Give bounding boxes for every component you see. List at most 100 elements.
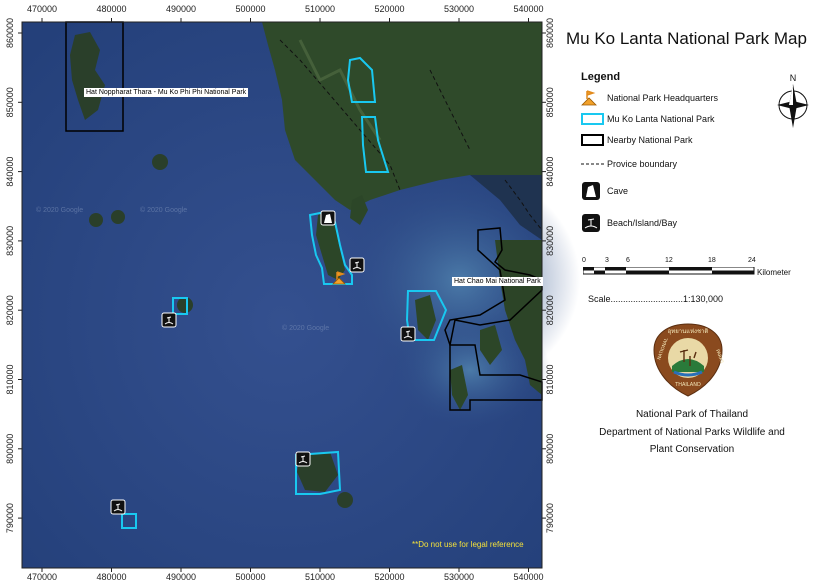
island — [337, 492, 353, 508]
scale-tick: 3 — [605, 257, 609, 264]
hq-flag-icon — [581, 90, 597, 106]
scale-tick: 6 — [626, 257, 630, 264]
lanta-park-south[interactable] — [295, 450, 342, 495]
mainland — [262, 22, 542, 210]
island — [89, 213, 103, 227]
watermark: © 2020 Google — [140, 206, 187, 214]
coord-labels: 470000 470000 480000 480000 490000 490000 5000… — [5, 4, 555, 582]
legend-label: Cave — [607, 186, 629, 196]
y-label-left: 850000 — [5, 87, 15, 117]
mainland-coast — [470, 175, 542, 240]
tick-marks — [18, 18, 546, 572]
y-label-right: 830000 — [545, 226, 555, 256]
cave-marker[interactable] — [320, 210, 336, 226]
legend-label: Provice boundary — [607, 159, 678, 169]
scale-tick: 18 — [708, 257, 716, 264]
x-label-top: 470000 — [27, 4, 57, 14]
ko-lanta-yai — [316, 212, 345, 280]
x-label-top: 500000 — [235, 4, 265, 14]
y-label-left: 820000 — [5, 295, 15, 325]
x-label-bottom: 530000 — [444, 572, 474, 582]
y-label-left: 860000 — [5, 18, 15, 48]
y-label-left: 810000 — [5, 364, 15, 394]
legend-item-boundary: Provice boundary — [581, 155, 677, 173]
province-boundary — [504, 179, 543, 231]
x-label-top: 530000 — [444, 4, 474, 14]
scale-text: Scale.............................1:130,… — [588, 294, 724, 304]
x-label-top: 490000 — [166, 4, 196, 14]
x-label-bottom: 480000 — [96, 572, 126, 582]
y-label-right: 800000 — [545, 434, 555, 464]
logo-right-text: PARKS — [714, 349, 725, 365]
legend-label: Mu Ko Lanta National Park — [607, 114, 715, 124]
cave-icon — [582, 182, 600, 200]
legend-item-lanta: Mu Ko Lanta National Park — [581, 110, 715, 128]
scale-tick: 0 — [582, 257, 586, 264]
dashed-line-icon — [581, 163, 605, 165]
lanta-park-north-2[interactable] — [360, 116, 390, 173]
y-label-right: 840000 — [545, 157, 555, 187]
x-label-top: 520000 — [374, 4, 404, 14]
lanta-park-north-1[interactable] — [346, 56, 377, 103]
legend-label: National Park Headquarters — [607, 93, 719, 103]
y-label-left: 830000 — [5, 226, 15, 256]
scale-unit: Kilometer — [757, 268, 791, 277]
river — [298, 39, 382, 141]
legend-title: Legend — [581, 71, 621, 83]
y-label-left: 840000 — [5, 157, 15, 187]
x-label-bottom: 520000 — [374, 572, 404, 582]
x-label-top: 540000 — [513, 4, 543, 14]
legal-note: **Do not use for legal reference — [412, 540, 524, 549]
lanta-park-east[interactable] — [405, 290, 448, 341]
watermark: © 2020 Google — [36, 206, 83, 214]
hq-marker[interactable] — [332, 271, 346, 285]
y-label-left: 800000 — [5, 434, 15, 464]
scale-bar — [583, 267, 755, 275]
logo-top-text: อุทยานแห่งชาติ — [668, 328, 709, 335]
legend-item-cave: Cave — [581, 180, 628, 202]
x-label-bottom: 490000 — [166, 572, 196, 582]
nearby-park-chao-mai[interactable] — [444, 227, 543, 411]
y-label-right: 820000 — [545, 295, 555, 325]
y-label-right: 790000 — [545, 503, 555, 533]
beach-marker[interactable] — [110, 499, 126, 515]
map-title: Mu Ko Lanta National Park Map — [566, 29, 807, 48]
org-line-2: Department of National Parks Wildlife an… — [599, 427, 785, 438]
black-outline-icon — [581, 134, 604, 146]
lanta-park-southwest[interactable] — [121, 513, 137, 529]
beach-marker[interactable] — [400, 326, 416, 342]
beach-marker[interactable] — [161, 312, 177, 328]
beach-marker[interactable] — [295, 451, 311, 467]
island — [450, 365, 468, 410]
y-label-left: 790000 — [5, 503, 15, 533]
watermark: © 2020 Google — [282, 324, 329, 332]
legend-item-beach: Beach/Island/Bay — [581, 212, 677, 234]
lanta-park-west[interactable] — [172, 297, 188, 315]
beach-icon — [582, 214, 600, 232]
x-label-top: 480000 — [96, 4, 126, 14]
legend-item-nearby: Nearby National Park — [581, 131, 693, 149]
x-label-bottom: 470000 — [27, 572, 57, 582]
island — [152, 154, 168, 170]
scale-tick: 12 — [665, 257, 673, 264]
label-phi-phi: Hat Noppharat Thara - Mu Ko Phi Phi Nati… — [84, 88, 249, 97]
island — [177, 297, 193, 313]
island — [480, 325, 502, 365]
phi-phi-islands — [70, 32, 105, 120]
y-label-right: 810000 — [545, 364, 555, 394]
island — [350, 195, 368, 225]
legend-label: Beach/Island/Bay — [607, 218, 678, 228]
island — [415, 295, 436, 340]
map-border — [21, 21, 543, 569]
logo-bottom-text: THAILAND — [674, 382, 701, 388]
legend-item-hq: National Park Headquarters — [581, 89, 718, 107]
scale-tick: 24 — [748, 257, 756, 264]
x-label-bottom: 510000 — [305, 572, 335, 582]
beach-marker[interactable] — [349, 257, 365, 273]
cyan-outline-icon — [581, 113, 604, 125]
label-chao-mai: Hat Chao Mai National Park — [452, 277, 543, 286]
island — [111, 210, 125, 224]
y-label-right: 850000 — [545, 87, 555, 117]
x-label-top: 510000 — [305, 4, 335, 14]
